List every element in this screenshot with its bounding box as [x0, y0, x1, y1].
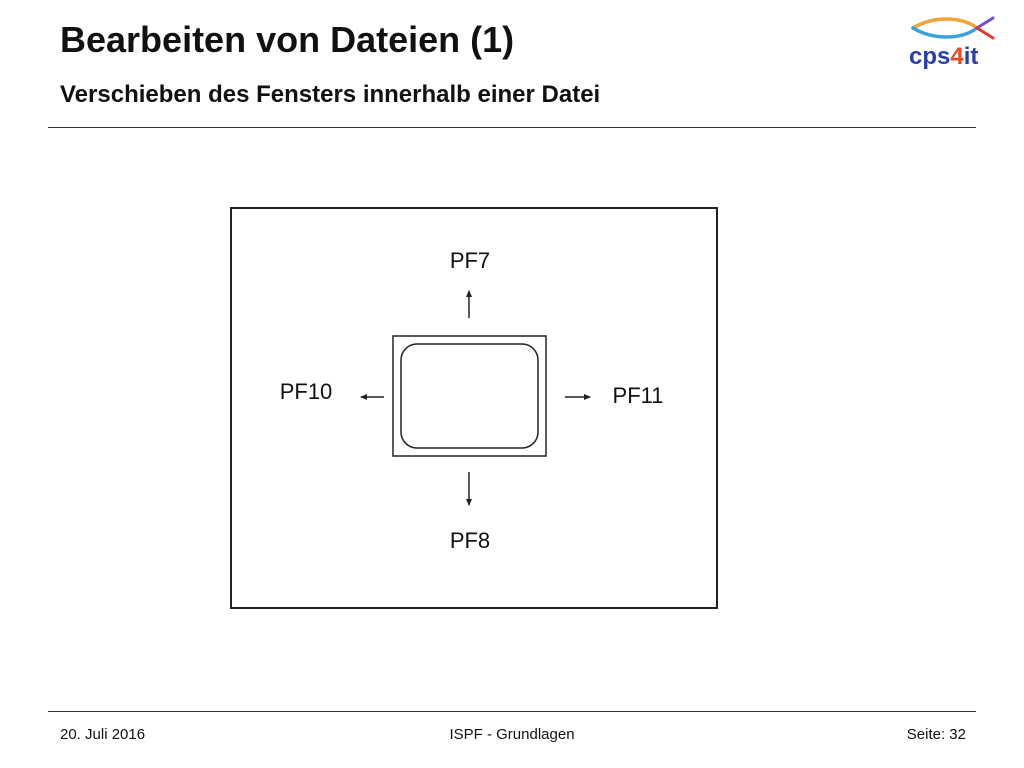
screen-inner [400, 343, 539, 449]
logo-swoosh-red [975, 26, 995, 40]
header-divider [48, 127, 976, 128]
footer-course-title: ISPF - Grundlagen [449, 726, 575, 743]
footer-divider [48, 711, 976, 712]
slide-title: Bearbeiten von Dateien (1) [60, 19, 515, 60]
footer-page-number: Seite: 32 [906, 726, 966, 743]
svg-text:cps4it: cps4it [909, 43, 978, 70]
slide-subtitle: Verschieben des Fensters innerhalb einer… [60, 81, 601, 108]
logo-text-cps: cps [909, 43, 950, 70]
cps4it-logo: cps4it [909, 16, 995, 70]
logo-swoosh-purple [975, 16, 995, 30]
logo-text-it: it [964, 43, 979, 70]
logo-swoosh-blue [911, 26, 979, 39]
footer-date: 20. Juli 2016 [60, 726, 146, 743]
label-pf7: PF7 [450, 248, 490, 273]
logo-swoosh-orange [911, 17, 979, 30]
label-pf10: PF10 [280, 379, 333, 404]
label-pf8: PF8 [450, 528, 490, 553]
label-pf11: PF11 [613, 383, 664, 408]
logo-text-4: 4 [950, 43, 964, 70]
